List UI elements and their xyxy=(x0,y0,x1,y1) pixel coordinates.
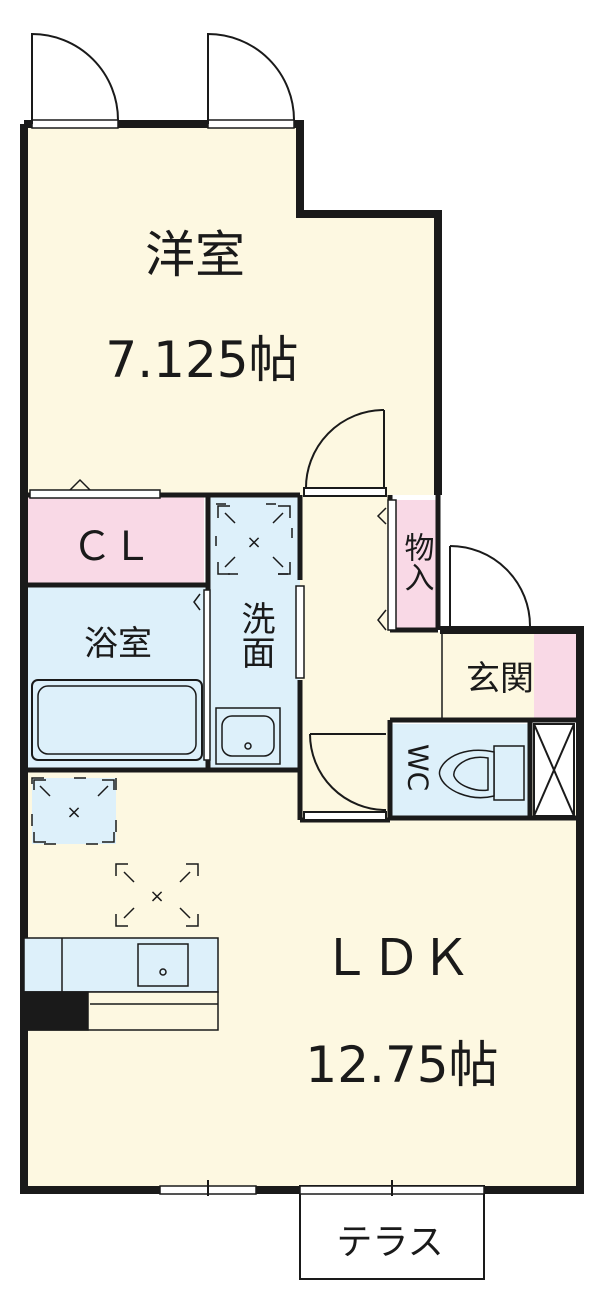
closet-name: ＣＬ xyxy=(72,524,152,570)
bathroom-name: 浴室 xyxy=(84,624,152,664)
western-room-floor xyxy=(24,124,438,495)
ldk-windows xyxy=(159,1180,485,1196)
washroom-name: 洗面 xyxy=(235,601,275,669)
western-room-name: 洋室 xyxy=(145,226,245,284)
ldk-notch-floor xyxy=(298,820,576,830)
svg-text:×: × xyxy=(149,886,164,907)
storage-name: 物入 xyxy=(399,532,435,592)
hallway-floor-2 xyxy=(390,630,438,720)
terrace-box xyxy=(299,1185,485,1280)
entrance-floor xyxy=(438,632,534,720)
svg-text:×: × xyxy=(246,532,261,553)
bathroom-door xyxy=(193,589,211,761)
western-room-size: 7.125帖 xyxy=(105,331,298,389)
kitchen-counter xyxy=(23,937,219,1031)
toilet-fixture xyxy=(438,745,525,801)
closet-floor xyxy=(24,495,204,583)
washroom-door xyxy=(295,585,305,679)
bathtub xyxy=(31,679,203,761)
wash-basin xyxy=(215,707,281,765)
ldk-name: ＬＤＫ xyxy=(321,929,471,987)
entrance-door xyxy=(441,545,531,720)
balcony-door-right-opening xyxy=(207,119,295,129)
washing-machine-space: × xyxy=(215,503,293,575)
pipe-space-marker xyxy=(533,723,575,817)
dining-space: × xyxy=(115,863,199,927)
western-room-door xyxy=(303,409,387,497)
ldk-size: 12.75帖 xyxy=(305,1036,498,1094)
toilet-door xyxy=(303,733,387,821)
hallway-floor xyxy=(300,495,390,820)
entrance-tile-floor xyxy=(534,632,576,720)
entrance-name: 玄関 xyxy=(466,659,534,699)
balcony-door-left-opening xyxy=(31,119,119,129)
closet-door xyxy=(29,478,161,499)
svg-text:×: × xyxy=(66,802,81,823)
storage-door xyxy=(376,499,397,631)
terrace-name: テラス xyxy=(336,1222,443,1263)
toilet-name: WC xyxy=(402,744,435,791)
refrigerator-space: × xyxy=(31,777,117,845)
washroom-label: 洗面 xyxy=(235,601,275,669)
balcony-doors xyxy=(31,32,295,124)
storage-floor xyxy=(394,500,436,630)
